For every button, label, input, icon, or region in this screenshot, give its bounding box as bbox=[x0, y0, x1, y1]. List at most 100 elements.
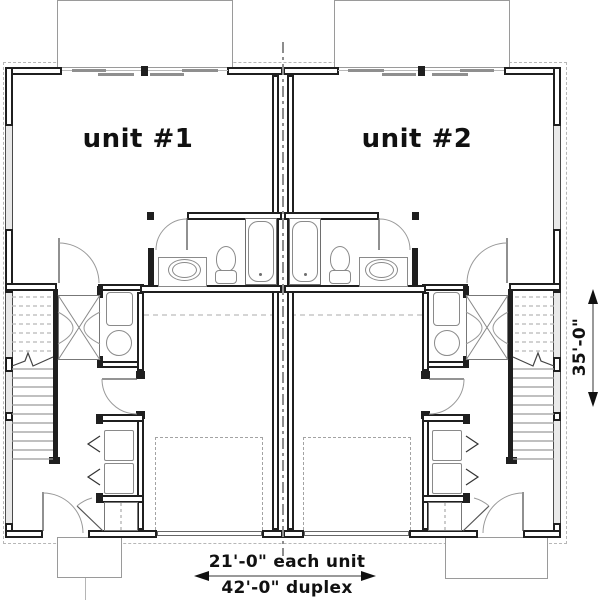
toilet-tank bbox=[215, 270, 237, 284]
tub-drain bbox=[304, 273, 307, 276]
bathroom-wall bbox=[140, 285, 282, 293]
unit-1 bbox=[0, 0, 283, 600]
deck-unit2 bbox=[334, 0, 510, 68]
closet-door-chevron bbox=[86, 468, 101, 486]
dimension-arrow-left bbox=[194, 571, 209, 581]
wall bbox=[523, 530, 561, 538]
window bbox=[553, 372, 561, 412]
sliding-door bbox=[150, 73, 184, 76]
window bbox=[5, 421, 13, 523]
dimension-arrow-right bbox=[361, 571, 376, 581]
wall bbox=[553, 67, 561, 126]
dimension-arrow-down bbox=[588, 392, 598, 407]
stair-treads bbox=[12, 368, 53, 460]
coat-closet bbox=[104, 502, 138, 531]
wall bbox=[262, 530, 283, 538]
garage-area-outline bbox=[155, 437, 263, 530]
furnace bbox=[106, 292, 133, 326]
stair-wall-cap bbox=[506, 457, 517, 464]
door-swing bbox=[155, 218, 188, 251]
roof-outline bbox=[3, 62, 567, 544]
washer bbox=[104, 430, 134, 461]
closet-door-chevron bbox=[465, 468, 480, 486]
sliding-door bbox=[182, 69, 218, 72]
door-jamb bbox=[463, 414, 470, 424]
party-wall-centerline bbox=[282, 42, 284, 556]
garage-area-outline bbox=[303, 437, 411, 530]
toilet-bowl bbox=[330, 246, 350, 272]
wall bbox=[5, 229, 13, 293]
door-swing bbox=[482, 492, 524, 534]
sliding-door bbox=[98, 73, 134, 76]
unit-2-label: unit #2 bbox=[361, 124, 473, 154]
door-leaf bbox=[76, 505, 104, 532]
sliding-door bbox=[382, 73, 416, 76]
door-jamb bbox=[463, 493, 470, 503]
wall bbox=[553, 412, 561, 421]
closet-door-chevron bbox=[86, 435, 101, 453]
walkway-line bbox=[85, 578, 86, 600]
bathroom-wall bbox=[148, 248, 154, 293]
dimension-duplex: 42'-0" duplex bbox=[221, 578, 353, 598]
dimension-line-depth bbox=[592, 297, 594, 398]
garage-wall bbox=[137, 292, 144, 371]
sink-bowl bbox=[369, 262, 394, 278]
wall bbox=[227, 67, 283, 75]
dimension-arrow-up bbox=[588, 289, 598, 304]
window bbox=[5, 126, 13, 229]
door-jamb bbox=[136, 371, 145, 379]
stair-break-line bbox=[11, 351, 54, 367]
door-swing bbox=[58, 242, 100, 284]
wall-post bbox=[418, 66, 425, 76]
sliding-door bbox=[72, 69, 106, 72]
window bbox=[553, 293, 561, 357]
laundry-closet-wall bbox=[98, 414, 144, 422]
stair-break-line bbox=[512, 351, 555, 367]
furnace bbox=[433, 292, 460, 326]
door-jamb bbox=[96, 414, 103, 424]
door-swing bbox=[42, 492, 84, 534]
window bbox=[5, 293, 13, 357]
wall bbox=[422, 284, 468, 291]
garage-door bbox=[157, 531, 262, 536]
unit-1-label: unit #1 bbox=[82, 124, 194, 154]
dimension-line bbox=[209, 575, 361, 577]
stair-wall bbox=[53, 289, 58, 463]
window bbox=[553, 421, 561, 523]
bathroom-wall bbox=[187, 212, 282, 220]
sliding-door bbox=[460, 69, 494, 72]
wall bbox=[5, 530, 43, 538]
water-heater bbox=[434, 330, 460, 356]
party-wall bbox=[272, 75, 279, 530]
tub-drain bbox=[259, 273, 262, 276]
bathtub-inner bbox=[248, 221, 274, 282]
wall-cap bbox=[147, 212, 154, 220]
stoop-unit2 bbox=[445, 537, 548, 579]
wall bbox=[5, 283, 57, 291]
wall bbox=[283, 530, 304, 538]
wall bbox=[5, 357, 13, 372]
washer bbox=[432, 430, 462, 461]
wall bbox=[283, 67, 339, 75]
sliding-door bbox=[432, 73, 468, 76]
wall bbox=[509, 283, 561, 291]
closet bbox=[58, 295, 100, 360]
door-jamb bbox=[97, 286, 103, 298]
wall bbox=[5, 412, 13, 421]
wall bbox=[88, 530, 157, 538]
sliding-door bbox=[348, 69, 384, 72]
stoop-unit1 bbox=[57, 537, 122, 578]
garage-door bbox=[304, 531, 409, 536]
closet-door-chevron bbox=[465, 435, 480, 453]
dryer bbox=[432, 463, 462, 494]
stair-treads bbox=[513, 368, 554, 460]
door-swing bbox=[466, 242, 508, 284]
wall bbox=[98, 284, 144, 291]
door-leaf bbox=[462, 505, 490, 532]
dimension-depth: 35'-0" bbox=[570, 317, 590, 377]
party-wall bbox=[287, 75, 294, 530]
stair-wall bbox=[508, 289, 513, 463]
wall bbox=[409, 530, 478, 538]
window bbox=[553, 126, 561, 229]
